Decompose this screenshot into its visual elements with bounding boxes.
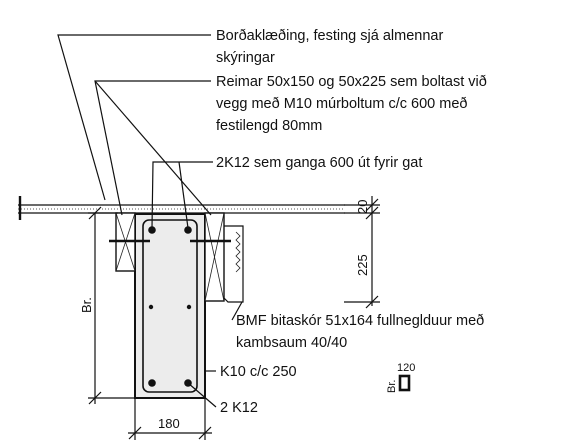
beam-height-dimension: Br. <box>79 297 94 313</box>
cladding-note-line1: Borðaklæðing, festing sjá almennar <box>216 28 443 44</box>
small-section-symbol <box>398 374 411 392</box>
right-dimension-chain <box>344 196 380 309</box>
top-bars-note: 2K12 sem ganga 600 út fyrir gat <box>216 155 422 171</box>
stirrups-note: K10 c/c 250 <box>220 364 297 380</box>
small-section-width: 120 <box>397 362 415 374</box>
small-section-height: Br. <box>386 380 398 393</box>
beam-width-dimension: 180 <box>158 416 180 431</box>
concrete-beam <box>134 213 206 399</box>
cladding-note-line2: skýringar <box>216 50 275 66</box>
hanger-note-line2: kambsaum 40/40 <box>236 335 347 351</box>
rebar-top-left <box>148 226 156 234</box>
leader-lines <box>57 34 243 408</box>
rebar-mid-left <box>148 304 154 310</box>
left-dimension-chain <box>88 206 135 405</box>
right-joist <box>190 212 231 302</box>
rebar-top-right <box>184 226 192 234</box>
joists-note-line2: vegg með M10 múrboltum c/c 600 með <box>216 96 467 112</box>
bottom-bars-note: 2 K12 <box>220 400 258 416</box>
joists-note-line3: festilengd 80mm <box>216 118 322 134</box>
joists-note-line1: Reimar 50x150 og 50x225 sem boltast við <box>216 74 487 90</box>
rebar-mid-right <box>186 304 192 310</box>
hanger-note-line1: BMF bitaskór 51x164 fullneglduur með <box>236 313 484 329</box>
bottom-dimension-chain <box>128 398 212 440</box>
left-joist <box>109 212 150 272</box>
rebar-bottom-left <box>148 379 156 387</box>
joist-hanger <box>223 225 244 303</box>
joist-depth-dimension: 225 <box>355 254 370 276</box>
deck-dimension: 20 <box>355 200 370 214</box>
